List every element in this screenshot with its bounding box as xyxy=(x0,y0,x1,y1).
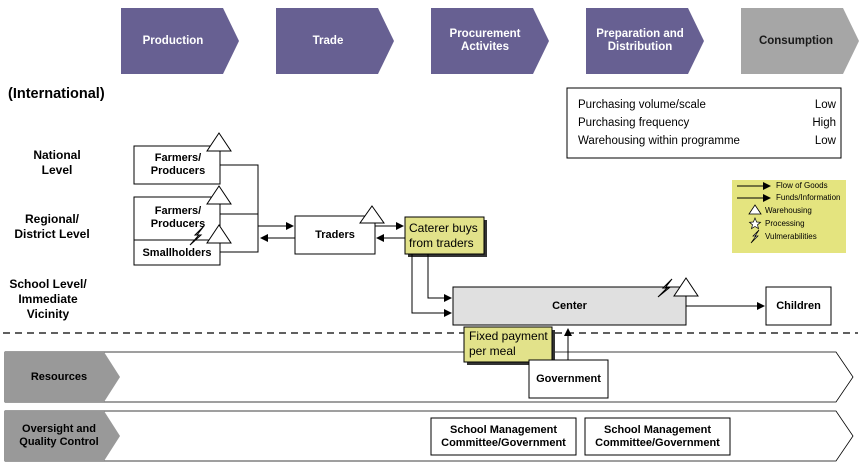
traders-label: Traders xyxy=(315,228,355,241)
stage-trade-label: Trade xyxy=(312,34,344,47)
oversight-band-label-chevron xyxy=(5,411,120,461)
caterer-box xyxy=(404,216,485,255)
info-volume-label: Purchasing volume/scale xyxy=(578,99,706,111)
warehouse-icon-regional-1 xyxy=(206,185,232,205)
info-frequency-label: Purchasing frequency xyxy=(578,117,690,129)
farmers-regional-label: Farmers/ Producers xyxy=(150,205,206,230)
resources-label: Resources xyxy=(30,370,88,383)
stage-chevron-procurement xyxy=(431,8,549,74)
government-label: Government xyxy=(536,372,601,385)
warehouse-icon-center xyxy=(673,277,699,297)
vulnerability-icon-center xyxy=(657,278,673,298)
center-box xyxy=(452,286,687,326)
smc-box-1 xyxy=(430,417,577,456)
smallholders-label: Smallholders xyxy=(142,246,212,259)
info-warehousing-label: Warehousing within programme xyxy=(578,135,740,147)
resources-band-label-chevron xyxy=(5,352,120,402)
vulnerability-icon-regional xyxy=(189,225,205,246)
warehouse-icon-regional-2 xyxy=(206,224,232,244)
stage-chevron-production xyxy=(121,8,239,74)
legend-warehousing-label: Warehousing xyxy=(765,206,812,215)
flow-smallholders-to-trade xyxy=(220,232,259,253)
legend-funds-label: Funds/Information xyxy=(776,193,841,202)
warehouse-icon-traders xyxy=(359,205,385,224)
oversight-label: Oversight and Quality Control xyxy=(19,423,99,448)
info-frequency-value: High xyxy=(812,117,836,129)
farmers-national-box xyxy=(133,145,221,185)
farmers-national-label: Farmers/ Producers xyxy=(150,152,206,177)
center-label: Center xyxy=(552,299,587,312)
stage-production-label: Production xyxy=(142,34,204,47)
fixed-payment-box xyxy=(463,326,553,363)
smc-box-2 xyxy=(584,417,731,456)
legend-warehouse-icon xyxy=(748,204,762,215)
warehouse-icon-national xyxy=(206,132,232,152)
government-box xyxy=(528,359,609,399)
legend-processing-icon xyxy=(748,217,762,230)
stage-procurement-label: Procurement Activites xyxy=(449,28,521,53)
stage-chevron-trade xyxy=(276,8,394,74)
stage-chevron-consumption xyxy=(741,8,859,74)
caterer-label: Caterer buys from traders xyxy=(409,221,478,250)
stage-consumption-label: Consumption xyxy=(758,34,834,47)
children-label: Children xyxy=(776,299,821,312)
farmers-regional-box xyxy=(133,196,221,266)
smc-label-1: School Management Committee/Government xyxy=(441,423,566,449)
legend-vulnerabilities-label: Vulmerabilities xyxy=(765,232,817,241)
info-table-box xyxy=(566,87,842,159)
fixed-payment-label: Fixed payment per meal xyxy=(469,329,548,358)
level-national: National Level xyxy=(33,148,81,177)
level-regional: Regional/ District Level xyxy=(14,212,90,241)
smc-label-2: School Management Committee/Government xyxy=(595,423,720,449)
stage-preparation-label: Preparation and Distribution xyxy=(596,28,684,53)
resources-band-outline xyxy=(4,351,854,403)
level-international: (International) xyxy=(8,86,105,102)
flow-caterer-to-center-outer xyxy=(411,254,452,317)
flow-national-to-trade xyxy=(220,164,259,232)
info-warehousing-value: Low xyxy=(814,135,836,147)
legend-vulnerability-icon xyxy=(750,229,760,244)
flow-caterer-to-center-inner xyxy=(427,254,452,302)
legend-goods-label: Flow of Goods xyxy=(776,181,828,190)
stage-chevron-preparation xyxy=(586,8,704,74)
info-volume-value: Low xyxy=(814,99,836,111)
legend-box xyxy=(732,180,846,253)
legend-processing-label: Processing xyxy=(765,219,805,228)
children-box xyxy=(765,286,832,326)
level-school: School Level/ Immediate Vicinity xyxy=(9,277,87,321)
